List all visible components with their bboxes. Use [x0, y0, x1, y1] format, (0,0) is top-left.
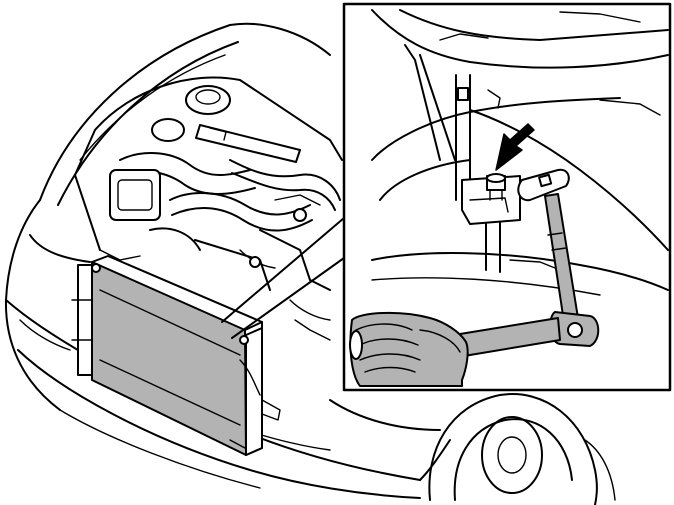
engine-bay [74, 76, 343, 341]
radiator-module [71, 255, 281, 456]
bolt-fastener [486, 173, 506, 201]
socket-wrench-tool [459, 168, 600, 357]
pointer-arrow-icon [495, 123, 535, 171]
front-wheel [428, 393, 616, 505]
gloved-hand [349, 311, 469, 387]
